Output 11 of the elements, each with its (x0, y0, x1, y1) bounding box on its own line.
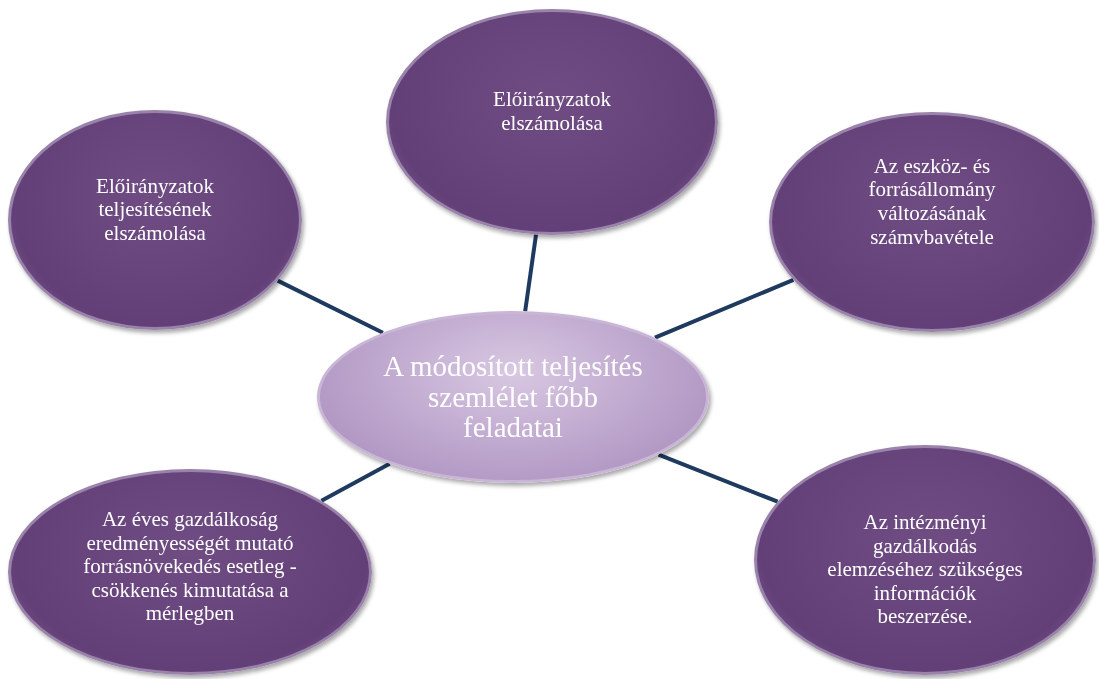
connector-line (276, 278, 384, 335)
connector-line (654, 278, 795, 340)
node-label: Az éves gazdálkoság eredményességét mutató forrásnövekedés esetleg -csökkenés kimutatása a mérlegben (82, 508, 298, 626)
node-label: Előirányzatok teljesítésének elszámolása (95, 174, 215, 246)
node-label: Az eszköz- és forrásállomány változásának számvbavétele (867, 154, 997, 250)
node-label: A módosított teljesítés szemlélet főbb feladatai (382, 351, 644, 443)
node-label: Előirányzatok elszámolása (492, 88, 612, 136)
connector-line (657, 452, 779, 504)
connector-line (523, 234, 539, 312)
connector-line (320, 462, 391, 503)
node-label: Az intézményi gazdálkodás elemzéséhez szükséges információk beszerzése. (826, 511, 1024, 629)
